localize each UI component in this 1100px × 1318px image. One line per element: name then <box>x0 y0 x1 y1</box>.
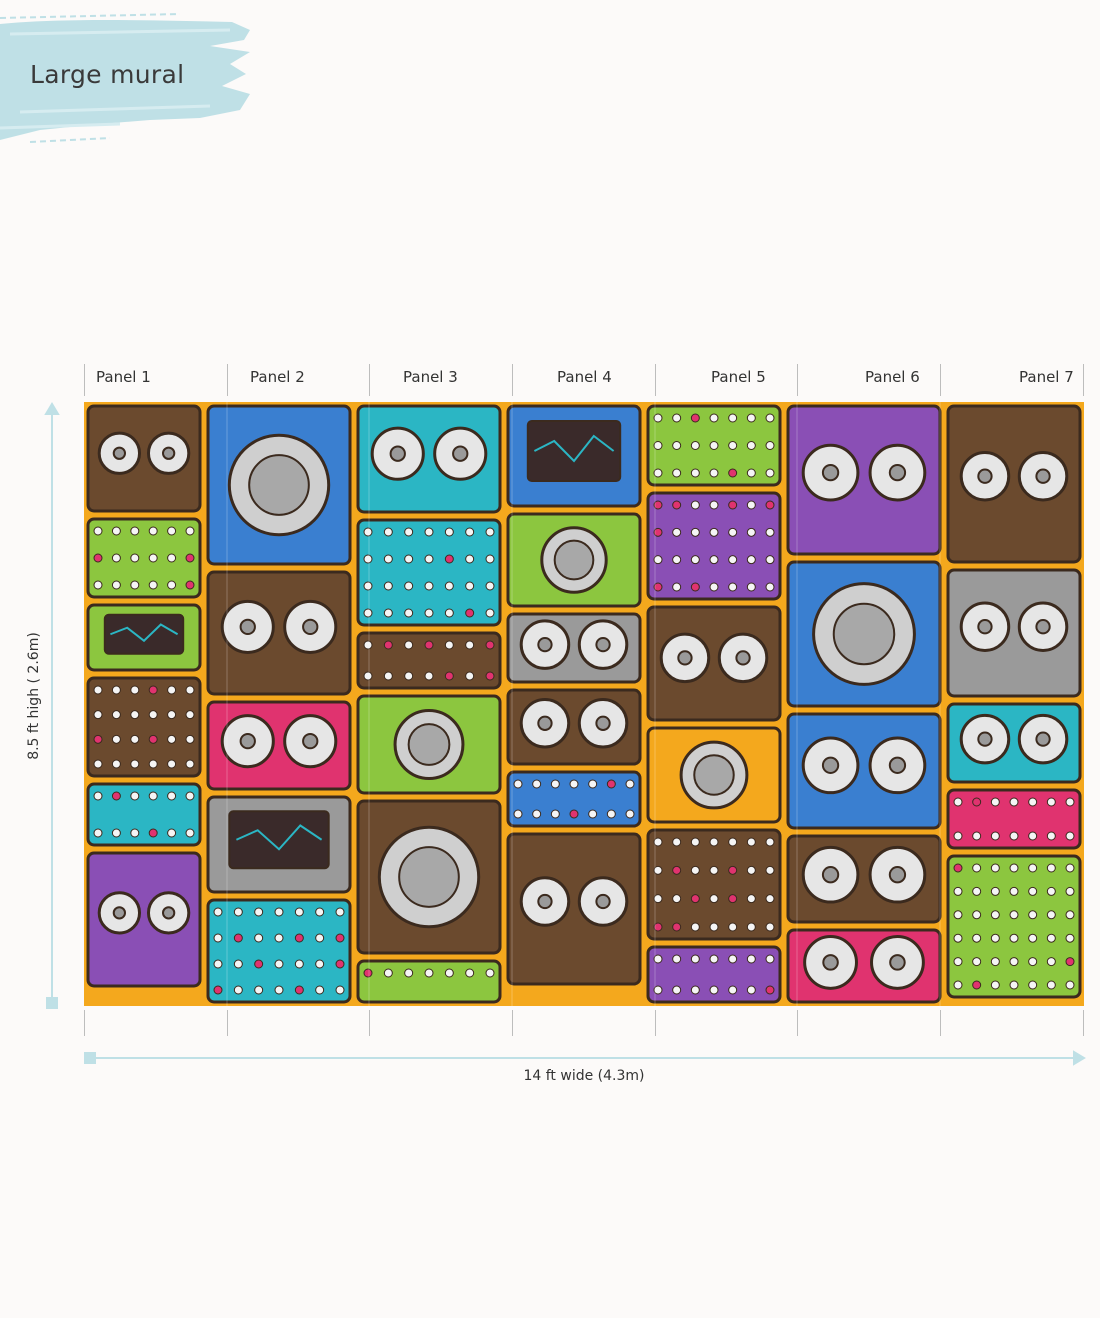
height-dimension-label: 8.5 ft high ( 2.6m) <box>26 632 42 760</box>
panel-label-6: Panel 6 <box>865 368 920 386</box>
panel-label-7: Panel 7 <box>1019 368 1074 386</box>
panel-label-2: Panel 2 <box>250 368 305 386</box>
panel-label-4: Panel 4 <box>557 368 612 386</box>
brush-stroke-badge <box>0 13 250 143</box>
width-dimension-label: 14 ft wide (4.3m) <box>523 1068 645 1084</box>
mural-image <box>84 402 1084 1006</box>
panel-label-5: Panel 5 <box>711 368 766 386</box>
badge-label: Large mural <box>30 60 185 89</box>
panel-label-1: Panel 1 <box>96 368 151 386</box>
panel-label-3: Panel 3 <box>403 368 458 386</box>
